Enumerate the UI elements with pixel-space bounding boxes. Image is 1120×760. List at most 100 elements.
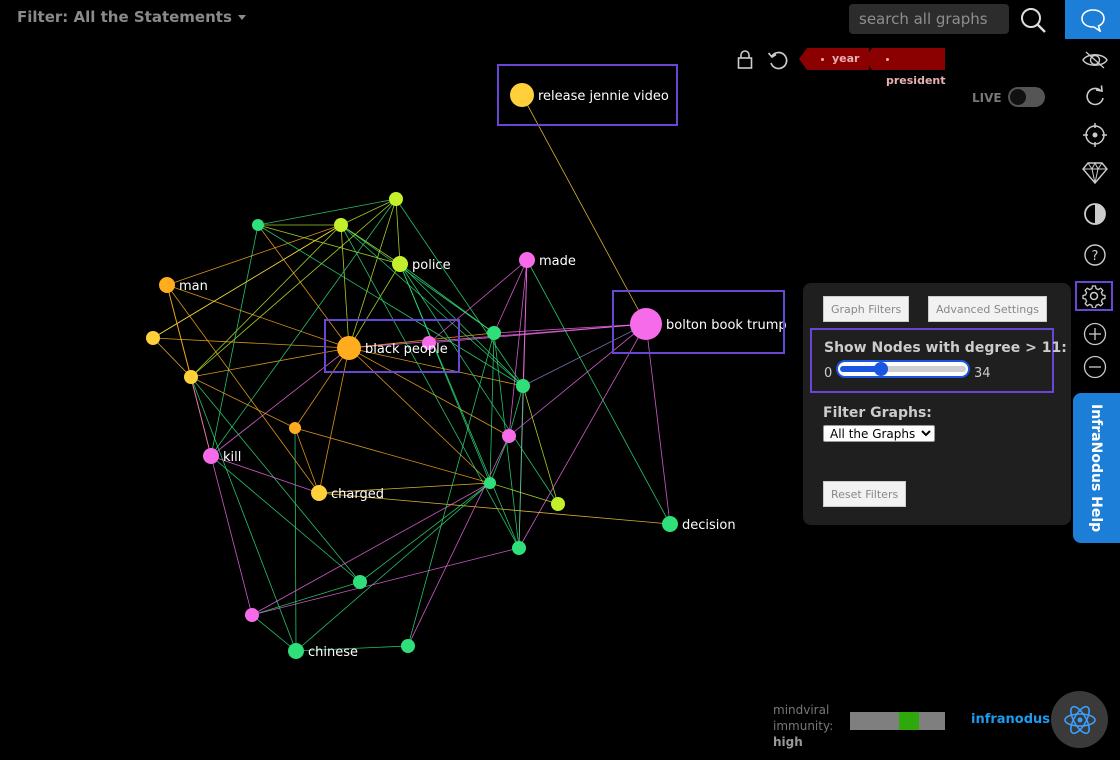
node-label[interactable]: bolton book trump — [666, 318, 787, 333]
speech-bubble-icon[interactable] — [1065, 0, 1120, 39]
diamond-icon[interactable] — [1080, 158, 1110, 188]
graph-edge — [166, 224, 342, 286]
tag-president[interactable]: president — [864, 48, 946, 87]
zoom-out-icon[interactable] — [1080, 352, 1110, 382]
graph-edge — [190, 376, 297, 652]
graph-edge — [521, 94, 647, 325]
node-label[interactable]: man — [179, 279, 208, 294]
graph-node[interactable] — [159, 277, 175, 293]
filter-graphs-label: Filter Graphs: — [823, 405, 932, 421]
graph-edge — [251, 482, 491, 616]
graph-node[interactable] — [334, 218, 348, 232]
tag-label: year — [832, 52, 860, 65]
graph-edge — [359, 482, 491, 583]
graph-edge — [348, 347, 491, 484]
graph-node[interactable] — [487, 326, 501, 340]
graph-node[interactable] — [289, 422, 301, 434]
slider-fill — [840, 366, 883, 372]
graph-node[interactable] — [510, 83, 534, 107]
node-label[interactable]: made — [539, 254, 576, 269]
node-label[interactable]: decision — [682, 518, 736, 533]
graph-edge — [645, 323, 671, 525]
brand-link[interactable]: infranodus — [971, 712, 1051, 727]
graph-node[interactable] — [245, 608, 259, 622]
graph-node[interactable] — [401, 639, 415, 653]
lock-icon[interactable] — [736, 49, 754, 71]
graph-edge — [348, 347, 524, 387]
network-graph[interactable]: release jennie video police made man black p… — [0, 0, 800, 700]
degree-filter-box: Show Nodes with degree > 11: 0 34 — [810, 328, 1067, 393]
immunity-level: high — [773, 735, 803, 749]
graph-edge — [251, 581, 361, 616]
search-input[interactable] — [849, 4, 1009, 34]
search-icon[interactable] — [1018, 5, 1048, 35]
graph-edge — [210, 455, 253, 616]
gear-icon[interactable] — [1075, 281, 1113, 311]
graph-node[interactable] — [502, 429, 516, 443]
graph-edge — [190, 376, 212, 457]
graph-node[interactable] — [288, 643, 304, 659]
graph-node[interactable] — [512, 541, 526, 555]
help-tab[interactable]: InfraNodus Help — [1073, 393, 1120, 543]
graph-node[interactable] — [392, 256, 408, 272]
graph-edge — [295, 645, 409, 652]
eye-icon[interactable] — [1080, 45, 1110, 75]
slider-thumb[interactable] — [873, 362, 888, 376]
immunity-level-marker — [899, 712, 919, 730]
tag-year[interactable]: year — [798, 48, 870, 70]
graph-edge — [340, 224, 520, 549]
graph-node[interactable] — [551, 497, 565, 511]
graph-filters-button[interactable]: Graph Filters — [823, 296, 910, 322]
atom-icon[interactable] — [1051, 691, 1108, 748]
graph-edge — [395, 198, 401, 265]
graph-node[interactable] — [519, 252, 535, 268]
help-icon[interactable]: ? — [1080, 240, 1110, 270]
tag-dot — [821, 57, 824, 61]
highlight-box — [497, 64, 678, 126]
node-label[interactable]: chinese — [308, 645, 358, 660]
graph-node[interactable] — [337, 336, 361, 360]
graph-edge — [348, 198, 397, 349]
graph-node[interactable] — [146, 331, 160, 345]
degree-filter-title: Show Nodes with degree > 11: — [824, 340, 1067, 356]
undo-icon[interactable] — [766, 48, 790, 72]
tag-label: president — [886, 74, 946, 87]
graph-edge — [399, 263, 559, 505]
graph-edge — [294, 347, 350, 429]
node-label[interactable]: police — [412, 258, 451, 273]
graph-edge — [399, 263, 520, 549]
graph-edge — [294, 427, 320, 494]
graph-node[interactable] — [389, 192, 403, 206]
graph-node[interactable] — [184, 370, 198, 384]
graph-node[interactable] — [484, 477, 496, 489]
zoom-in-icon[interactable] — [1080, 319, 1110, 349]
graph-edge — [190, 376, 361, 583]
filter-dropdown[interactable]: Filter: All the Statements — [17, 8, 246, 26]
graph-node[interactable] — [516, 379, 530, 393]
graph-edge — [251, 614, 297, 652]
node-label[interactable]: charged — [331, 487, 384, 502]
node-label[interactable]: release jennie video — [538, 89, 669, 104]
filter-graphs-select[interactable]: All the Graphs — [823, 425, 935, 442]
graph-edge — [518, 323, 647, 549]
graph-edge — [166, 284, 320, 494]
graph-node[interactable] — [422, 336, 436, 350]
node-label[interactable]: kill — [223, 450, 241, 465]
graph-node[interactable] — [203, 448, 219, 464]
graph-node[interactable] — [353, 575, 367, 589]
node-label[interactable]: black people — [365, 342, 448, 357]
advanced-settings-button[interactable]: Advanced Settings — [928, 296, 1047, 322]
graph-node[interactable] — [662, 516, 678, 532]
graph-node[interactable] — [311, 485, 327, 501]
graph-edge — [152, 337, 192, 378]
reset-filters-button[interactable]: Reset Filters — [823, 481, 907, 507]
graph-node[interactable] — [630, 308, 662, 340]
live-toggle[interactable] — [1008, 87, 1045, 107]
graph-node[interactable] — [252, 219, 264, 231]
contrast-icon[interactable] — [1080, 199, 1110, 229]
graph-edge — [294, 427, 491, 484]
degree-slider[interactable] — [836, 360, 970, 378]
target-icon[interactable] — [1080, 120, 1110, 150]
refresh-icon[interactable] — [1080, 82, 1110, 112]
graph-edge — [399, 263, 524, 387]
